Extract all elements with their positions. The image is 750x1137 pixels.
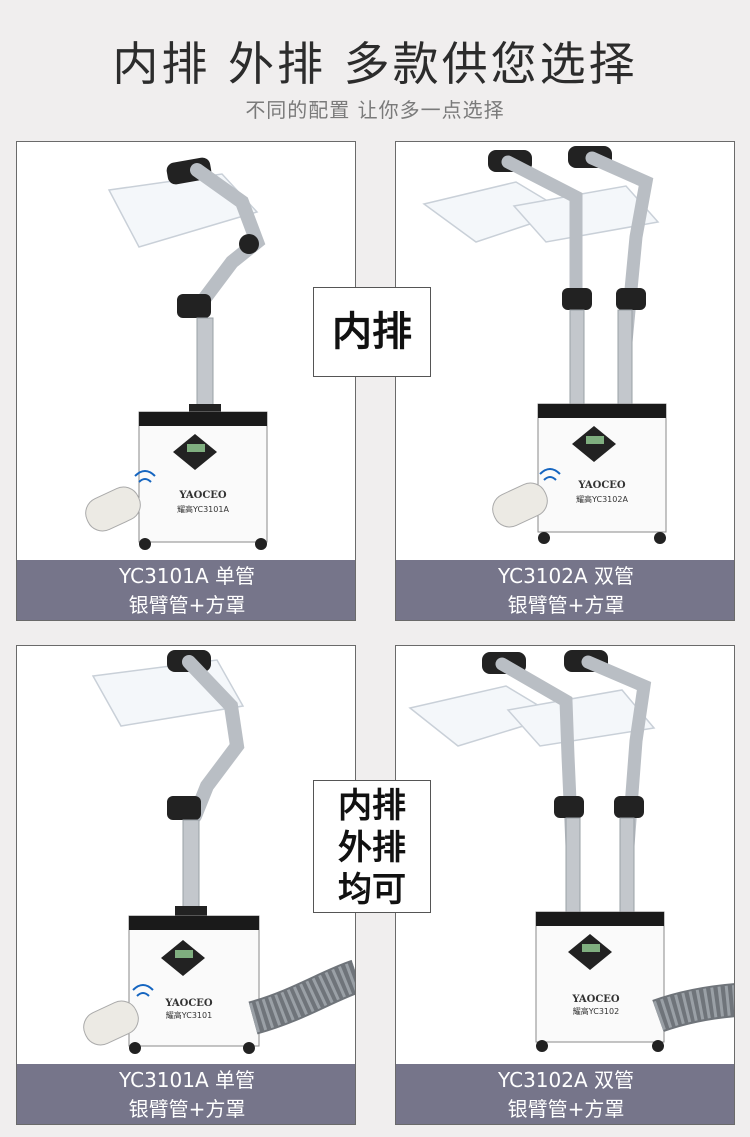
page-subtitle: 不同的配置 让你多一点选择 (245, 98, 505, 122)
model-plate: 耀高YC3101A (177, 504, 229, 514)
config-line: 银臂管+方罩 (128, 593, 246, 617)
model-line: YC3102A 双管 (497, 564, 635, 588)
config-line: 银臂管+方罩 (507, 593, 625, 617)
brand-label: YAOCEO (577, 480, 626, 491)
internal-exhaust-label: 内排 (313, 287, 431, 377)
brand-label: YAOCEO (164, 998, 213, 1009)
card-caption: YC3101A 单管 银臂管+方罩 (17, 1064, 355, 1124)
model-line: YC3102A 双管 (497, 1068, 635, 1092)
model-line: YC3101A 单管 (118, 564, 256, 588)
card-caption: YC3101A 单管 银臂管+方罩 (17, 560, 355, 620)
product-image-dual-arm-hose: YAOCEO 耀高YC3102 (408, 650, 734, 1052)
model-plate: 耀高YC3102A (576, 494, 628, 504)
label-line-2: 外排 (338, 828, 406, 868)
product-card-yc3101a-internal: YAOCEO 耀高YC3101A YC3101A 单管 银臂管+方罩 (16, 141, 356, 621)
card-caption: YC3102A 双管 银臂管+方罩 (396, 1064, 734, 1124)
product-image-single-arm: YAOCEO 耀高YC3101A (85, 157, 268, 550)
label-line-1: 内排 (338, 786, 406, 826)
product-card-yc3101a-external: YAOCEO 耀高YC3101 YC3101A 单管 银臂管+方罩 (16, 645, 356, 1125)
product-card-yc3102a-internal: YAOCEO 耀高YC3102A YC3102A 双管 银臂管+方罩 (395, 141, 735, 621)
model-line: YC3101A 单管 (118, 1068, 256, 1092)
brand-label: YAOCEO (571, 994, 620, 1005)
page-title: 内排 外排 多款供您选择 (112, 37, 638, 91)
config-line: 银臂管+方罩 (507, 1097, 625, 1121)
config-line: 银臂管+方罩 (128, 1097, 246, 1121)
label-line-3: 均可 (338, 870, 406, 910)
model-plate: 耀高YC3102 (573, 1006, 619, 1016)
internal-external-label: 内排 外排 均可 (313, 780, 431, 913)
brand-label: YAOCEO (178, 490, 227, 501)
model-plate: 耀高YC3101 (166, 1010, 212, 1020)
product-card-yc3102a-external: YAOCEO 耀高YC3102 YC3102A 双管 银臂管+方罩 (395, 645, 735, 1125)
card-caption: YC3102A 双管 银臂管+方罩 (396, 560, 734, 620)
product-image-single-arm-hose: YAOCEO 耀高YC3101 (83, 650, 355, 1054)
product-image-dual-arm: YAOCEO 耀高YC3102A (422, 146, 667, 544)
